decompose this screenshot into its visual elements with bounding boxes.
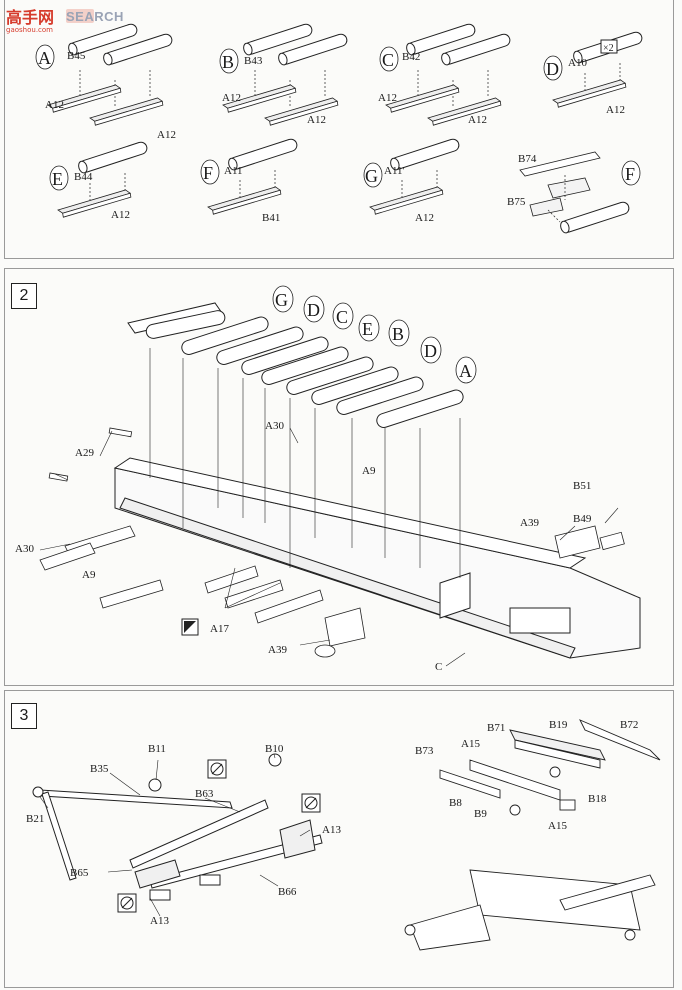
label-a15: A15 [548, 820, 567, 832]
label-a11-prime: A11' [384, 165, 405, 177]
letter-g: G [275, 290, 288, 310]
label-a12-bottom: A12 [157, 129, 176, 141]
subassembly-d: D A10 ×2 A12 [543, 31, 643, 116]
label-a39: A39 [268, 644, 287, 656]
front-axle-assembly [32, 753, 323, 901]
label-b71: B71 [487, 722, 505, 734]
letter-b: B [392, 324, 404, 344]
subassembly-g: G A11' A12 [363, 138, 460, 224]
crossmembers [127, 302, 464, 578]
subassembly-a: A B45 A12 A12 [35, 23, 176, 141]
step3-panel [4, 690, 674, 988]
letter-d: D [307, 300, 320, 320]
letter-g: G [365, 166, 378, 186]
label-b49: B49 [573, 513, 592, 525]
letter-c: C [336, 307, 348, 327]
letter-d: D [424, 341, 437, 361]
label-b51: B51 [573, 480, 591, 492]
letter-c: C [382, 50, 394, 70]
letter-d: D [546, 59, 559, 79]
label-a9: A9 [362, 465, 376, 477]
label-a11: A11 [224, 165, 243, 177]
label-c: C [435, 661, 442, 673]
letter-b: B [222, 52, 234, 72]
watermark-logo: 高手网 SEARCH gaoshou.com [6, 4, 176, 40]
label-a30: A30 [265, 420, 284, 432]
side-parts [39, 427, 625, 658]
step2-panel [4, 268, 674, 686]
letter-e: E [362, 319, 373, 339]
step2-diagram: G D C E B D A [15, 285, 641, 673]
label-b74: B74 [518, 153, 537, 165]
label-b43: B43 [244, 55, 263, 67]
label-a12-bottom: A12 [111, 209, 130, 221]
label-a30: A30 [15, 543, 34, 555]
label-a12-bottom: A12 [468, 114, 487, 126]
watermark-brand: SEARCH [66, 9, 124, 24]
label-b73: B73 [415, 745, 434, 757]
label-b19: B19 [549, 719, 568, 731]
label-b66: B66 [278, 886, 297, 898]
label-b41: B41 [262, 212, 280, 224]
label-b9: B9 [474, 808, 487, 820]
label-b72: B72 [620, 719, 638, 731]
label-a29: A29 [75, 447, 94, 459]
label-b11: B11 [148, 743, 166, 755]
subassembly-c: C B42 A12 A12 [378, 23, 511, 126]
letter-a: A [38, 48, 51, 68]
label-a12-bottom: A12 [415, 212, 434, 224]
step2-callout-lines [39, 427, 619, 667]
label-a17: A17 [210, 623, 229, 635]
crossmember-letters: G D C E B D A [272, 285, 477, 384]
label-a12-left: A12 [378, 92, 397, 104]
chassis-frame [113, 457, 641, 659]
letter-e: E [52, 169, 63, 189]
label-b18: B18 [588, 793, 607, 805]
watermark-overlay [66, 9, 94, 23]
label-a12-bottom: A12 [307, 114, 326, 126]
letter-f: F [203, 163, 213, 183]
rear-suspension-assembly [404, 719, 661, 951]
step-number-2: 2 [11, 283, 37, 309]
label-a39: A39 [520, 517, 539, 529]
attention-icon-mark [184, 621, 196, 633]
label-a13: A13 [150, 915, 169, 927]
label-b45: B45 [67, 50, 86, 62]
label-a12-left: A12 [45, 99, 64, 111]
label-b42: B42 [402, 51, 420, 63]
watermark-chinese: 高手网 [6, 8, 55, 27]
label-a13: A13 [322, 824, 341, 836]
letter-f: F [625, 164, 635, 184]
step1-diagram: A B45 A12 A12 B B43 A12 A12 C B42 A12 A1… [35, 0, 682, 235]
label-b75: B75 [507, 196, 526, 208]
label-b21: B21 [26, 813, 44, 825]
label-a10: A10 [568, 57, 587, 69]
step3-callout-lines [39, 753, 311, 917]
prohibited-markers [117, 759, 321, 913]
watermark-url: gaoshou.com [6, 26, 53, 34]
label-b10: B10 [265, 743, 284, 755]
label-a12-bottom: A12 [606, 104, 625, 116]
subassembly-e: E B44 A12 [49, 141, 148, 221]
label-b63: B63 [195, 788, 214, 800]
subassembly-f-brackets: B74 B75 F [507, 151, 641, 235]
letter-a: A [459, 361, 472, 381]
subassembly-f: F A11 B41 [200, 138, 298, 224]
qty-box [600, 39, 618, 54]
step-number-3: 3 [11, 703, 37, 729]
step3-diagram: B11 B10 B35 B63 B21 A13 B65 B66 A13 B71 … [26, 719, 661, 951]
label-b35: B35 [90, 763, 109, 775]
label-b65: B65 [70, 867, 89, 879]
qty-x2: ×2 [603, 43, 614, 54]
label-a12-left: A12 [222, 92, 241, 104]
label-a9: A9 [82, 569, 96, 581]
label-a15: A15 [461, 738, 480, 750]
subassembly-b: B B43 A12 A12 [219, 23, 348, 126]
label-b8: B8 [449, 797, 462, 809]
step1-panel [4, 0, 674, 259]
label-b44: B44 [74, 171, 93, 183]
